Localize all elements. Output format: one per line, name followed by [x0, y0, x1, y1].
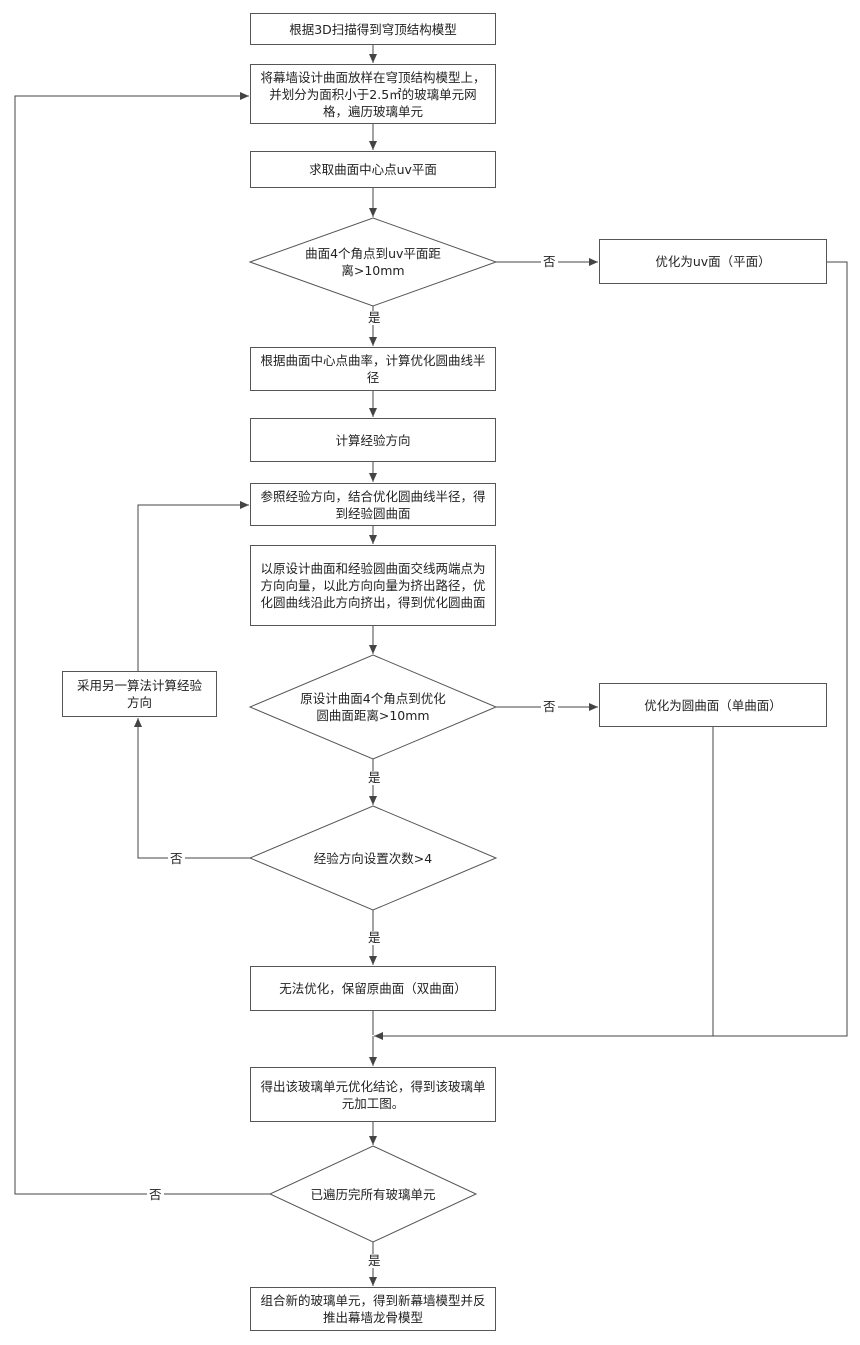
step-conclusion: 得出该玻璃单元优化结论，得到该玻璃单元加工图。 — [250, 1067, 496, 1122]
decision-2-text: 原设计曲面4个角点到优化圆曲面距离>10mm — [300, 691, 446, 723]
result-circular-surface: 优化为圆曲面（单曲面） — [599, 683, 827, 727]
label-no-3: 否 — [168, 851, 185, 866]
decision-3-text: 经验方向设置次数>4 — [313, 850, 433, 866]
step-curvature-radius: 根据曲面中心点曲率，计算优化圆曲线半径 — [250, 347, 496, 391]
label-no-2: 否 — [541, 699, 558, 714]
edge-d3-l1 — [134, 718, 250, 859]
edge-d4-n2 — [14, 92, 270, 1195]
step-alternative-algorithm: 采用另一算法计算经验方向 — [62, 671, 217, 717]
label-yes-4: 是 — [366, 1253, 383, 1268]
result-uv-plane: 优化为uv面（平面） — [599, 239, 827, 284]
step-extrude-surface: 以原设计曲面和经验圆曲面交线两端点为方向向量，以此方向向量为挤出路径，优化圆曲线… — [250, 545, 496, 626]
step-final-model: 组合新的玻璃单元，得到新幕墙模型并反推出幕墙龙骨模型 — [250, 1287, 496, 1331]
edge-r1-merge — [374, 261, 848, 1040]
step-scan-model: 根据3D扫描得到穹顶结构模型 — [250, 13, 496, 45]
decision-4-text: 已遍历完所有玻璃单元 — [310, 1186, 436, 1202]
edge-l1-n6 — [137, 501, 249, 671]
label-no-1: 否 — [541, 254, 558, 269]
label-no-4: 否 — [147, 1187, 164, 1202]
label-yes-1: 是 — [366, 310, 383, 325]
step-keep-original: 无法优化，保留原曲面（双曲面） — [250, 966, 496, 1011]
label-yes-2: 是 — [366, 770, 383, 785]
step-empirical-surface: 参照经验方向，结合优化圆曲线半径，得到经验圆曲面 — [250, 483, 496, 526]
step-uv-plane: 求取曲面中心点uv平面 — [250, 151, 496, 188]
label-yes-3: 是 — [366, 930, 383, 945]
step-empirical-direction: 计算经验方向 — [250, 418, 496, 462]
decision-1-text: 曲面4个角点到uv平面距离>10mm — [305, 246, 441, 278]
step-grid-division: 将幕墙设计曲面放样在穹顶结构模型上，并划分为面积小于2.5㎡的玻璃单元网格，遍历… — [250, 64, 496, 124]
